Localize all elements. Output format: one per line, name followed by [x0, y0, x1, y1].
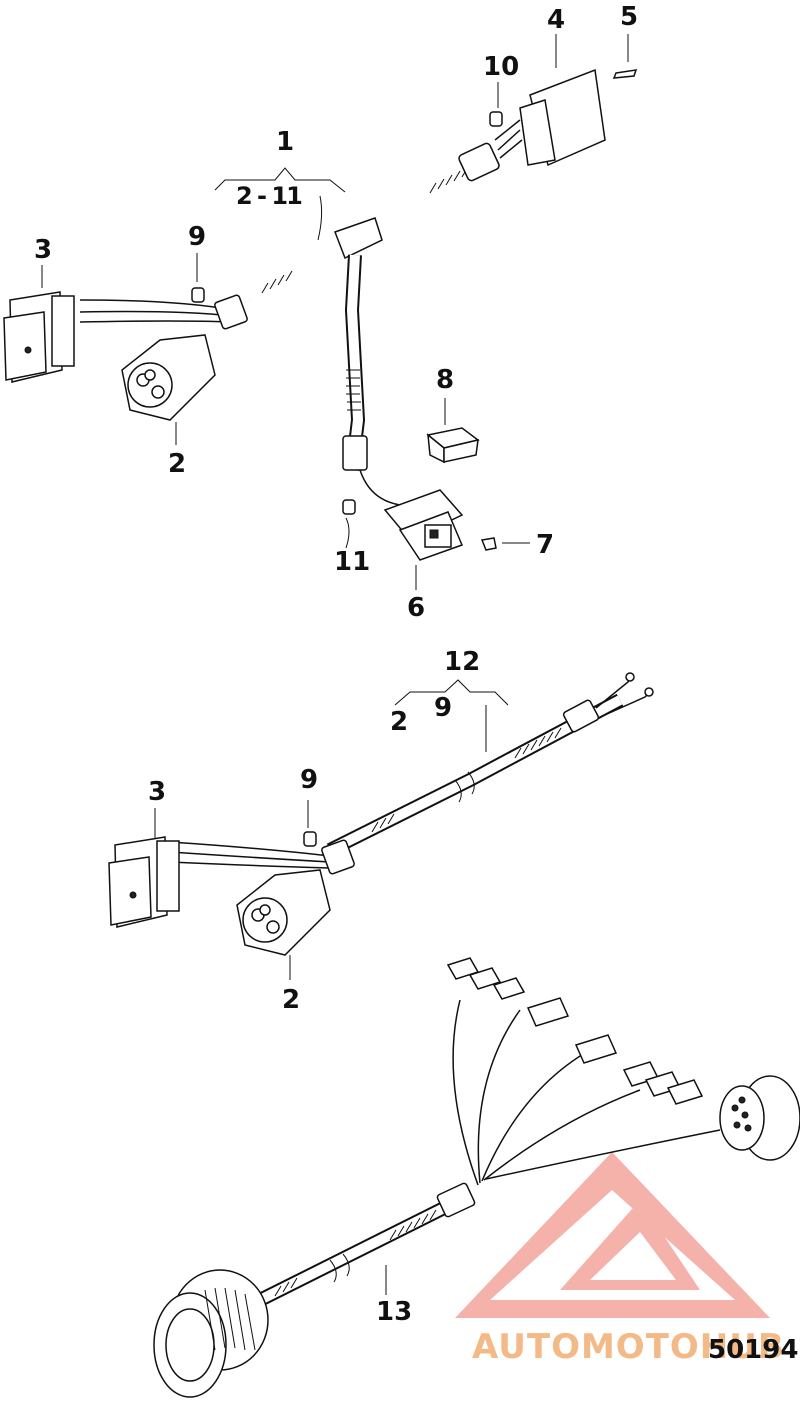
callout-2-upper: 2	[168, 449, 186, 479]
callout-9-lower: 9	[300, 765, 318, 795]
callout-3-upper: 3	[34, 235, 52, 265]
callout-labels: 1 2 - 11 3 9 2 10 4 5 8 11 7 6 12 2 9 3 …	[34, 2, 638, 1327]
terminal-group-2	[526, 997, 618, 1064]
connector-2-lower	[236, 869, 331, 956]
callout-12: 12	[444, 647, 480, 677]
round-connector-left	[153, 1269, 269, 1398]
callout-4: 4	[547, 5, 565, 35]
callout-1: 1	[276, 127, 294, 157]
connector-3-upper	[3, 291, 75, 383]
terminal-group-1	[446, 957, 526, 1000]
harness-assembly-1	[3, 34, 638, 590]
round-connector-right	[719, 1075, 800, 1161]
part-8	[426, 427, 480, 464]
seal-10	[489, 111, 503, 127]
seal-9-upper	[191, 287, 205, 303]
clip-5	[612, 69, 638, 79]
callout-12-right: 9	[434, 693, 452, 723]
watermark-text: AUTOMOTOHUB	[472, 1327, 785, 1367]
seal-9-lower	[303, 831, 317, 847]
callout-5: 5	[620, 2, 638, 32]
figure-number: 50194	[708, 1335, 798, 1365]
connector-6	[383, 489, 464, 561]
callout-1-range: 2 - 11	[236, 182, 302, 210]
callout-12-left: 2	[390, 707, 408, 737]
connector-2-upper	[121, 334, 216, 421]
seal-11	[342, 499, 356, 515]
clip-7	[480, 537, 497, 551]
callout-8: 8	[436, 365, 454, 395]
connector-3-lower	[108, 836, 180, 928]
connector-4	[458, 68, 606, 182]
harness-assembly-12	[108, 672, 654, 980]
callout-10: 10	[483, 52, 519, 82]
callout-13: 13	[376, 1297, 412, 1327]
callout-9-upper: 9	[188, 222, 206, 252]
harness-assembly-13	[153, 957, 800, 1398]
callout-11: 11	[334, 547, 370, 577]
callout-2-lower: 2	[282, 985, 300, 1015]
callout-7: 7	[536, 530, 554, 560]
callout-6: 6	[407, 593, 425, 623]
terminal-group-3	[622, 1061, 704, 1105]
watermark-logo	[455, 1152, 770, 1318]
callout-3-lower: 3	[148, 777, 166, 807]
